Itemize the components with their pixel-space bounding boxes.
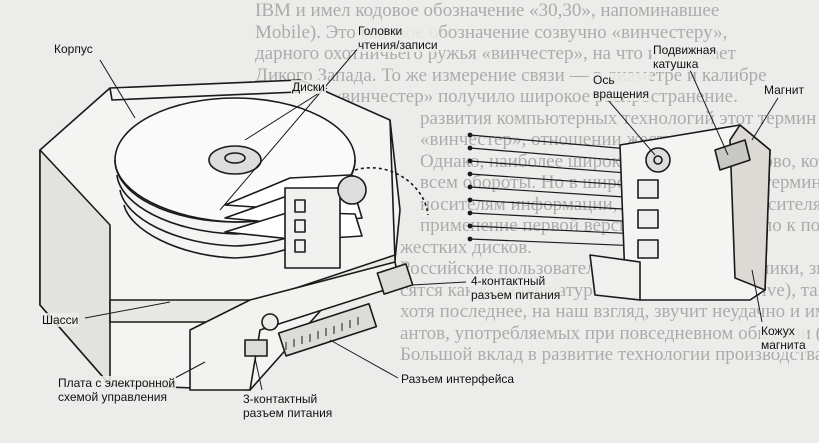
leader-3pin: [254, 357, 263, 391]
exploded-actuator: [467, 124, 771, 301]
rotation-hint-arc: [354, 167, 429, 216]
case-right-wall: [389, 119, 396, 261]
label-diski: Диски: [291, 80, 326, 94]
background-text-line: жестких дисков.: [400, 236, 532, 258]
label-shassi: Шасси: [41, 313, 80, 327]
label-podvizhnaya-katushka: Подвижная катушка: [652, 43, 717, 71]
label-3pin-power: 3-контактный разъем питания: [242, 392, 334, 420]
leader-plata: [174, 361, 206, 379]
label-interface-connector: Разъем интерфейса: [400, 372, 516, 386]
exploded-block-1: [637, 179, 659, 199]
leader-kozhukh: [751, 269, 763, 323]
label-plata: Плата с электронной схемой управления: [57, 376, 177, 404]
platter-hub: [208, 145, 262, 175]
power-3pin-connector: [244, 339, 268, 357]
actuator-block: [284, 187, 341, 269]
leader-lines: [84, 45, 779, 391]
background-text-line: Дикого Запада. То же измерение связи — в…: [255, 64, 767, 86]
background-text-line: Большой вклад в развитие технологии прои…: [400, 344, 819, 365]
background-text-line: IBM и имел кодовое обозначение «30,30», …: [255, 0, 720, 21]
exploded-head-tips: [467, 132, 473, 242]
leader-shassi: [84, 301, 171, 319]
platter-hub-inner: [224, 152, 246, 164]
background-text-line: развития компьютерных технологий этот те…: [420, 107, 817, 129]
interface-connector-pins: [285, 317, 359, 350]
pivot-axis-inner: [653, 155, 663, 165]
pcb-board: [189, 261, 401, 391]
label-os-vrashcheniya: Ось вращения: [592, 73, 650, 101]
label-korpus: Корпус: [53, 42, 94, 56]
exploded-bracket: [589, 254, 641, 301]
actuator-slot-3: [294, 239, 306, 253]
label-golovki: Головки чтения/записи: [357, 24, 439, 52]
actuator-pivot: [337, 175, 367, 205]
leader-golovki: [219, 45, 361, 211]
background-text-line: хотя последнее, на наш взгляд, звучит не…: [400, 301, 819, 322]
exploded-arms: [469, 134, 641, 247]
leader-podvizhnaya-katushka: [689, 69, 729, 156]
label-4pin-power: 4-контактный разъем питания: [470, 274, 562, 302]
label-kozhukh-magnita: Кожух магнита: [760, 324, 807, 352]
label-magnit: Магнит: [763, 83, 806, 97]
leader-korpus: [99, 59, 136, 119]
exploded-block-2: [637, 209, 659, 229]
exploded-block-3: [637, 239, 659, 259]
magnet-shroud: [729, 124, 771, 291]
actuator-slot-2: [294, 219, 306, 233]
interface-connector-body: [277, 302, 378, 357]
leader-diski: [244, 87, 328, 141]
leader-magnit: [751, 97, 779, 141]
actuator-slot-1: [294, 199, 306, 213]
voice-coil: [714, 139, 751, 171]
leader-os-vrashcheniya: [607, 99, 656, 156]
leader-interfeis: [329, 339, 399, 379]
power-4pin-connector: [376, 263, 414, 295]
mounting-hole: [261, 313, 279, 331]
leader-4pin: [411, 281, 467, 286]
pivot-axis: [645, 147, 671, 173]
